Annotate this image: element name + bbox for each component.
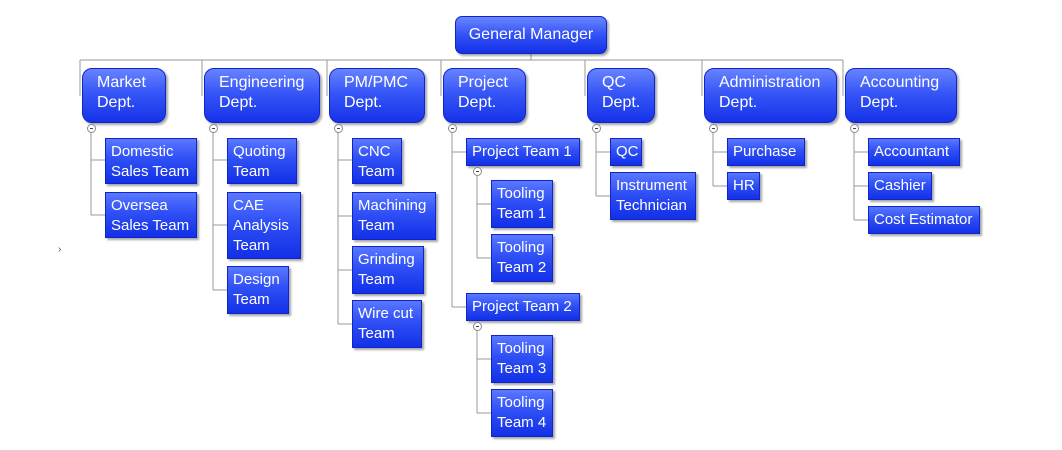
dept-administration[interactable]: Administration Dept. bbox=[704, 68, 837, 123]
collapse-toggle-icon[interactable] bbox=[448, 124, 457, 133]
dept-project[interactable]: Project Dept. bbox=[443, 68, 526, 123]
collapse-toggle-icon[interactable] bbox=[209, 124, 218, 133]
team-oversea-sales[interactable]: Oversea Sales Team bbox=[105, 192, 197, 238]
team-tooling-3[interactable]: Tooling Team 3 bbox=[491, 335, 553, 383]
collapse-toggle-icon[interactable] bbox=[87, 124, 96, 133]
dept-accounting[interactable]: Accounting Dept. bbox=[845, 68, 957, 123]
team-cae-analysis[interactable]: CAE Analysis Team bbox=[227, 192, 301, 259]
collapse-toggle-icon[interactable] bbox=[850, 124, 859, 133]
team-hr[interactable]: HR bbox=[727, 172, 760, 200]
collapse-toggle-icon[interactable] bbox=[473, 167, 482, 176]
team-tooling-2[interactable]: Tooling Team 2 bbox=[491, 234, 553, 282]
collapse-toggle-icon[interactable] bbox=[334, 124, 343, 133]
team-design[interactable]: Design Team bbox=[227, 266, 289, 314]
team-quoting[interactable]: Quoting Team bbox=[227, 138, 297, 184]
team-tooling-1[interactable]: Tooling Team 1 bbox=[491, 180, 553, 228]
team-project-1[interactable]: Project Team 1 bbox=[466, 138, 580, 166]
stray-mark: › bbox=[58, 244, 62, 255]
team-wire-cut[interactable]: Wire cut Team bbox=[352, 300, 422, 348]
team-instrument-technician[interactable]: Instrument Technician bbox=[610, 172, 696, 220]
team-cost-estimator[interactable]: Cost Estimator bbox=[868, 206, 980, 234]
collapse-toggle-icon[interactable] bbox=[592, 124, 601, 133]
team-machining[interactable]: Machining Team bbox=[352, 192, 436, 240]
team-cashier[interactable]: Cashier bbox=[868, 172, 932, 200]
team-grinding[interactable]: Grinding Team bbox=[352, 246, 424, 294]
team-cnc[interactable]: CNC Team bbox=[352, 138, 402, 184]
team-accountant[interactable]: Accountant bbox=[868, 138, 960, 166]
dept-market[interactable]: Market Dept. bbox=[82, 68, 166, 123]
team-domestic-sales[interactable]: Domestic Sales Team bbox=[105, 138, 197, 184]
team-purchase[interactable]: Purchase bbox=[727, 138, 805, 166]
collapse-toggle-icon[interactable] bbox=[709, 124, 718, 133]
team-qc[interactable]: QC bbox=[610, 138, 642, 166]
team-project-2[interactable]: Project Team 2 bbox=[466, 293, 580, 321]
team-tooling-4[interactable]: Tooling Team 4 bbox=[491, 389, 553, 437]
dept-pm-pmc[interactable]: PM/PMC Dept. bbox=[329, 68, 425, 123]
dept-engineering[interactable]: Engineering Dept. bbox=[204, 68, 320, 123]
general-manager-node[interactable]: General Manager bbox=[455, 16, 607, 54]
collapse-toggle-icon[interactable] bbox=[473, 322, 482, 331]
dept-qc[interactable]: QC Dept. bbox=[587, 68, 655, 123]
